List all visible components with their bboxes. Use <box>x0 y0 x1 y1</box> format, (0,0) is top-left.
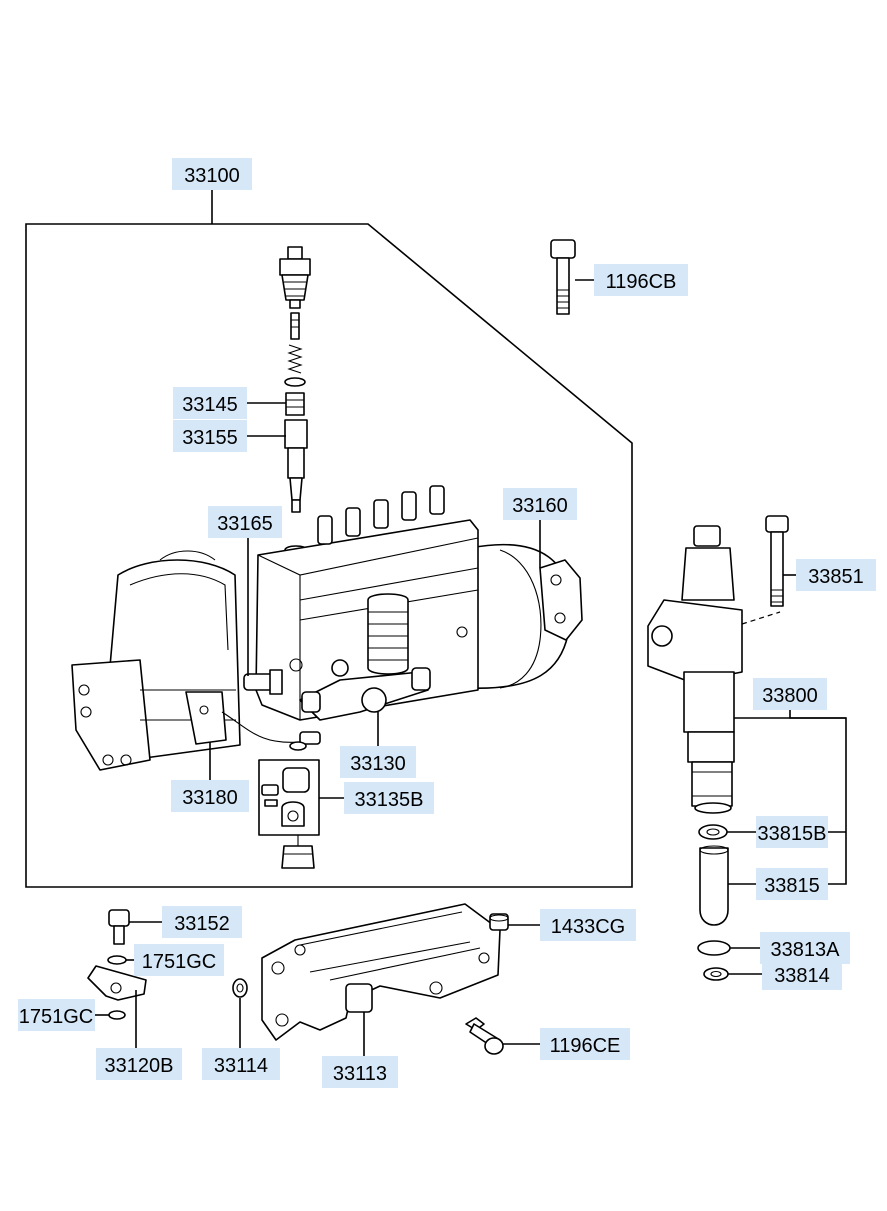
svg-text:1751GC: 1751GC <box>19 1006 94 1028</box>
svg-text:33165: 33165 <box>217 513 273 535</box>
svg-text:33160: 33160 <box>512 495 568 517</box>
label-33815b[interactable]: 33815B <box>756 816 828 848</box>
delivery-valve-stack <box>279 246 311 555</box>
label-33113[interactable]: 33113 <box>322 1056 398 1088</box>
svg-text:33135B: 33135B <box>355 789 424 811</box>
label-1433cg[interactable]: 1433CG <box>540 909 636 941</box>
throttle-lever-parts <box>87 909 248 1020</box>
label-33800[interactable]: 33800 <box>753 678 827 710</box>
label-33120b[interactable]: 33120B <box>96 1048 182 1080</box>
svg-text:33813A: 33813A <box>771 939 841 961</box>
svg-text:33100: 33100 <box>184 165 240 187</box>
label-33160[interactable]: 33160 <box>503 488 577 520</box>
svg-text:33180: 33180 <box>182 787 238 809</box>
svg-text:33114: 33114 <box>214 1055 268 1077</box>
leader-lines <box>95 279 847 1056</box>
label-33145[interactable]: 33145 <box>173 387 247 419</box>
svg-text:33130: 33130 <box>350 753 406 775</box>
svg-text:1433CG: 1433CG <box>551 916 626 938</box>
governor-housing <box>71 550 321 771</box>
label-1196ce[interactable]: 1196CE <box>540 1028 630 1060</box>
svg-text:33155: 33155 <box>182 427 238 449</box>
label-1196cb[interactable]: 1196CB <box>594 264 688 296</box>
label-33130[interactable]: 33130 <box>340 746 416 778</box>
svg-text:1751GC: 1751GC <box>142 951 217 973</box>
svg-text:33814: 33814 <box>774 965 830 987</box>
label-33180[interactable]: 33180 <box>171 780 249 812</box>
svg-text:33145: 33145 <box>182 394 238 416</box>
svg-text:1196CE: 1196CE <box>550 1035 621 1057</box>
solenoid-valve-parts <box>258 741 320 869</box>
label-1751gc-upper[interactable]: 1751GC <box>134 944 224 976</box>
label-33155[interactable]: 33155 <box>173 420 247 452</box>
svg-text:33815: 33815 <box>764 875 820 897</box>
svg-text:33815B: 33815B <box>758 823 827 845</box>
svg-text:33113: 33113 <box>333 1063 387 1085</box>
label-33815[interactable]: 33815 <box>756 868 828 900</box>
svg-text:33800: 33800 <box>762 685 818 707</box>
label-33135b[interactable]: 33135B <box>344 782 434 814</box>
pump-mounting-bracket <box>261 903 509 1055</box>
label-33814[interactable]: 33814 <box>762 958 842 990</box>
svg-text:33120B: 33120B <box>105 1055 174 1077</box>
label-33851[interactable]: 33851 <box>796 559 876 591</box>
label-33100[interactable]: 33100 <box>172 158 252 190</box>
svg-text:33152: 33152 <box>174 913 230 935</box>
svg-text:1196CB: 1196CB <box>606 271 677 293</box>
assembly-boundary-33100 <box>25 223 633 888</box>
label-33114[interactable]: 33114 <box>202 1048 280 1080</box>
injection-pump-body <box>255 485 583 721</box>
svg-text:33851: 33851 <box>808 566 864 588</box>
label-33152[interactable]: 33152 <box>162 906 242 938</box>
label-33165[interactable]: 33165 <box>208 506 282 538</box>
injector-assembly <box>647 515 789 981</box>
bolt-1196cb <box>550 239 576 315</box>
label-1751gc-lower[interactable]: 1751GC <box>18 999 95 1031</box>
